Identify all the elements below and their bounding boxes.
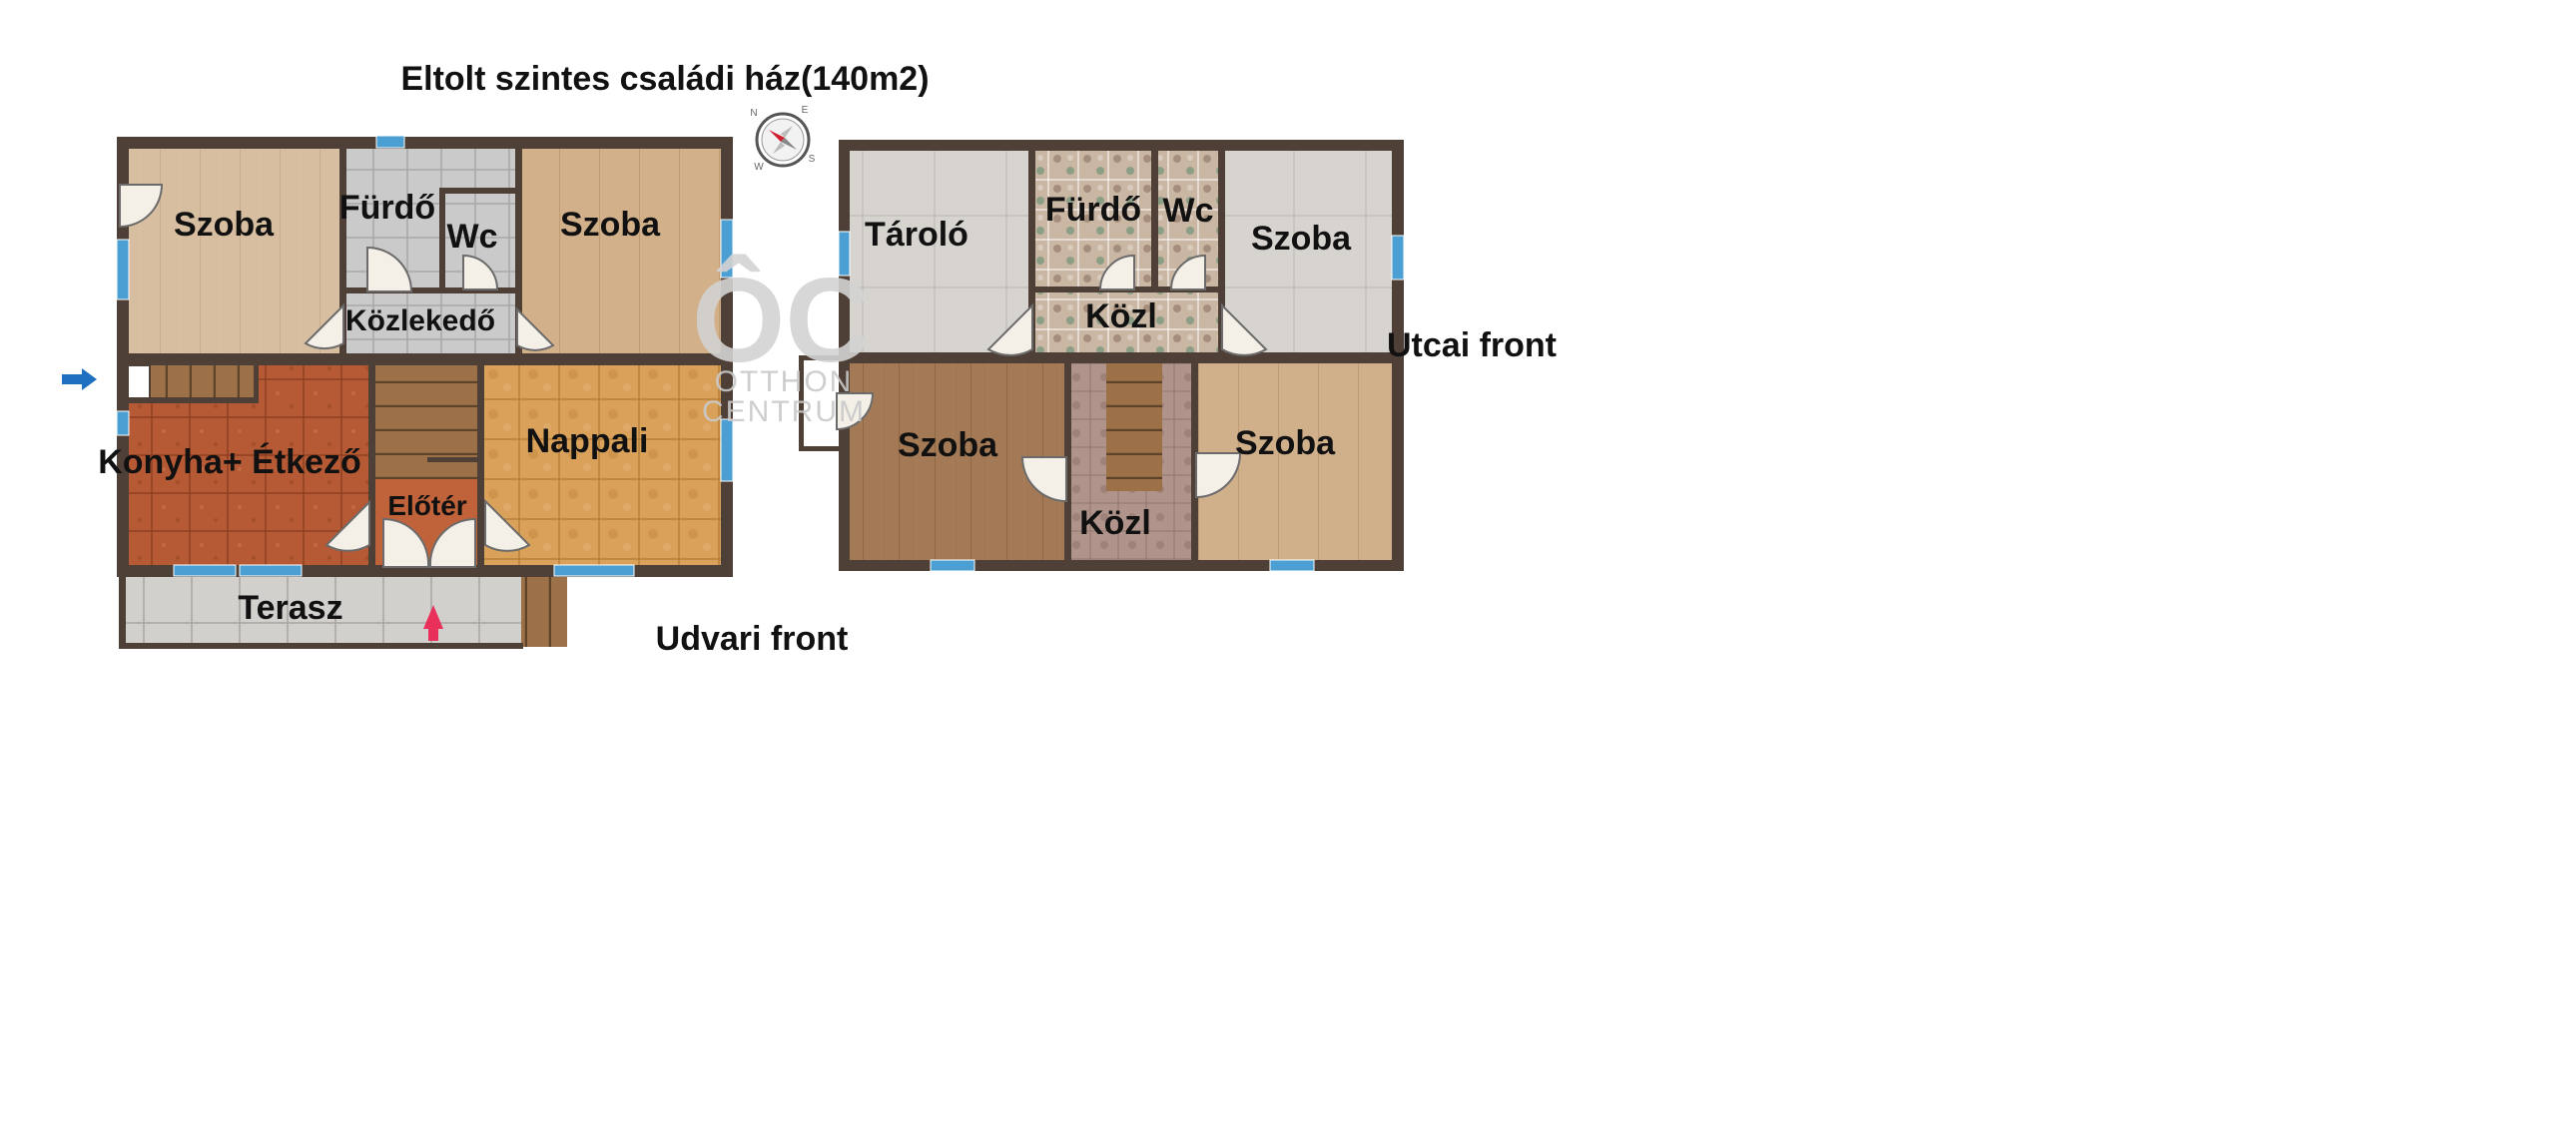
watermark-line1: OTTHON bbox=[715, 365, 854, 398]
compass-s: S bbox=[809, 154, 816, 165]
room-label: Szoba bbox=[1235, 424, 1336, 462]
room-label: Szoba bbox=[898, 426, 998, 464]
watermark-line2: CENTRUM bbox=[702, 395, 866, 428]
room-label: Tároló bbox=[865, 216, 968, 254]
upper-windows bbox=[838, 231, 1405, 572]
room-label: Wc bbox=[1163, 192, 1214, 230]
room-label: Szoba bbox=[560, 206, 661, 244]
compass-n: N bbox=[750, 108, 757, 119]
floor-kozlekedo bbox=[345, 291, 521, 353]
street-front-label: Utcai front bbox=[1387, 326, 1557, 364]
room-label: Szoba bbox=[174, 206, 275, 244]
stairs-kitchen bbox=[150, 365, 255, 401]
stairs-upper bbox=[1106, 361, 1162, 491]
entry-arrow-icon bbox=[423, 605, 443, 641]
ground-doors bbox=[119, 184, 555, 568]
floor-szoba-2 bbox=[521, 148, 723, 353]
ground-windows bbox=[116, 135, 734, 577]
void-kitchen bbox=[127, 364, 151, 402]
room-label: Szoba bbox=[1251, 220, 1352, 258]
upper-doors bbox=[836, 254, 1268, 503]
terrace-steps bbox=[521, 575, 567, 647]
room-label: Nappali bbox=[526, 422, 649, 460]
room-label: Közl bbox=[1079, 504, 1151, 542]
watermark: ÔC OTTHON CENTRUM bbox=[692, 253, 872, 428]
room-label: Közl bbox=[1085, 297, 1157, 335]
room-label: Előtér bbox=[387, 490, 466, 521]
floor-szoba-up-1 bbox=[1222, 150, 1392, 354]
floor-nappali bbox=[482, 359, 723, 567]
floor-tarolo bbox=[849, 150, 1030, 354]
compass-e: E bbox=[802, 105, 809, 116]
floor-terasz bbox=[122, 573, 521, 645]
room-label: Fürdő bbox=[1045, 191, 1141, 229]
watermark-logo: ÔC bbox=[692, 253, 872, 387]
room-label: Wc bbox=[447, 218, 498, 256]
floor-szoba-1 bbox=[128, 148, 345, 353]
plan-title: Eltolt szintes családi ház(140m2) bbox=[400, 60, 929, 98]
room-label: Közlekedő bbox=[345, 304, 495, 337]
compass-icon: N E S W bbox=[750, 105, 815, 173]
compass-w: W bbox=[754, 162, 764, 173]
courtyard-front-label: Udvari front bbox=[656, 620, 849, 658]
side-entry-arrow-icon bbox=[62, 368, 97, 390]
room-label: Konyha+ Étkező bbox=[98, 443, 361, 481]
room-label: Terasz bbox=[238, 589, 342, 627]
room-label: Fürdő bbox=[339, 189, 435, 227]
upper-floor: Tároló Fürdő Wc Szoba Közl Szoba Közl Sz… bbox=[799, 140, 1405, 572]
ground-floor: Szoba Fürdő Wc Szoba Közlekedő Konyha+ É… bbox=[62, 135, 734, 649]
floor-kozl-1 bbox=[1030, 291, 1222, 354]
